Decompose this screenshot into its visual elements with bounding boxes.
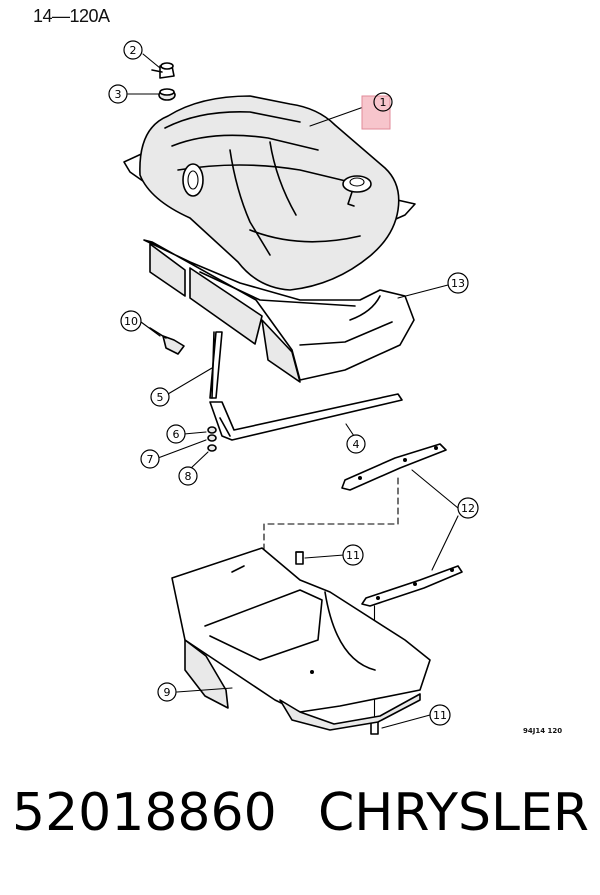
- svg-text:5: 5: [157, 391, 164, 404]
- tie-rod: [209, 331, 223, 399]
- support-bracket-lower: [361, 565, 463, 607]
- callout-11-upper: 11: [342, 544, 364, 566]
- callout-1: 1: [373, 92, 393, 112]
- callout-11-lower: 11: [429, 704, 451, 726]
- callout-10: 10: [120, 310, 142, 332]
- svg-text:10: 10: [124, 315, 138, 328]
- callout-4: 4: [346, 434, 366, 454]
- svg-text:11: 11: [346, 549, 360, 562]
- callout-12: 12: [457, 497, 479, 519]
- connector: [149, 327, 185, 355]
- vent-valve: [151, 62, 175, 79]
- callout-8: 8: [178, 466, 198, 486]
- callout-5: 5: [150, 387, 170, 407]
- drawing-code: 94J14 120: [523, 727, 563, 735]
- callout-9: 9: [157, 682, 177, 702]
- svg-text:4: 4: [353, 438, 360, 451]
- svg-text:3: 3: [115, 88, 122, 101]
- diagram-reference: 14—120A: [33, 6, 110, 26]
- callout-2: 2: [123, 40, 143, 60]
- svg-text:7: 7: [147, 453, 154, 466]
- tank-strap: [209, 393, 403, 441]
- svg-text:11: 11: [433, 709, 447, 722]
- brand-name: CHRYSLER: [318, 783, 589, 843]
- highlight-box: [361, 95, 391, 130]
- callout-7: 7: [140, 449, 160, 469]
- bolt-upper: [295, 551, 304, 565]
- svg-text:9: 9: [164, 686, 171, 699]
- callout-6: 6: [166, 424, 186, 444]
- nut-washer-stack: [207, 426, 217, 452]
- svg-text:2: 2: [130, 44, 137, 57]
- support-bracket-upper: [341, 443, 447, 491]
- svg-text:12: 12: [461, 502, 475, 515]
- svg-text:13: 13: [451, 277, 465, 290]
- exploded-parts-diagram: 1 2 3 13 10 5 4 6 7 8 12 11: [108, 40, 479, 735]
- grommet: [158, 88, 176, 101]
- svg-text:6: 6: [173, 428, 180, 441]
- part-number: 52018860: [12, 783, 277, 843]
- callout-13: 13: [447, 272, 469, 294]
- fuel-tank: [123, 95, 416, 291]
- svg-text:1: 1: [380, 96, 387, 109]
- skid-plate: [171, 547, 431, 731]
- svg-text:8: 8: [185, 470, 192, 483]
- tank-shield: [143, 239, 415, 383]
- callout-3: 3: [108, 84, 128, 104]
